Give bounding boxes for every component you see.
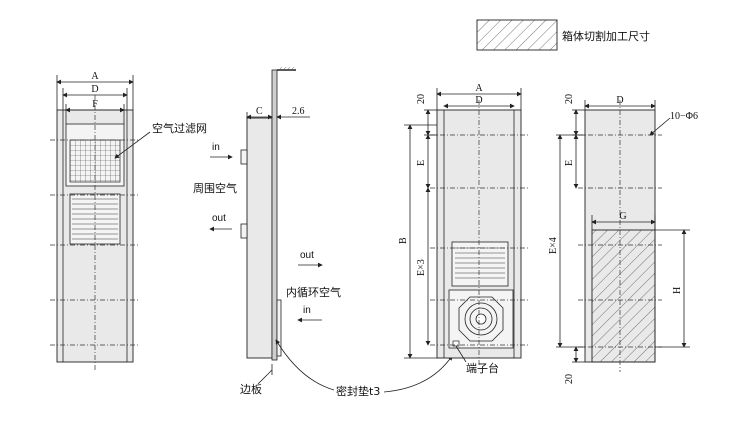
cutout-dim-d: D [616, 95, 623, 106]
edge-plate-label: 边板 [240, 382, 262, 396]
filter-label: 空气过滤网 [152, 121, 207, 135]
internal-air-label: 内循环空气 [286, 285, 341, 299]
legend-swatch [476, 19, 558, 51]
ambient-out-label: out [212, 213, 226, 224]
cutout-dim-g: G [619, 211, 626, 222]
front-dim-f: F [92, 99, 98, 110]
side-dim-thickness: 2.6 [292, 106, 305, 117]
gasket-label: 密封垫t3 [336, 384, 380, 398]
ambient-air-label: 周围空气 [193, 181, 237, 195]
cutout-dim-20-top: 20 [564, 94, 575, 104]
cutout-dim-20-bottom: 20 [564, 374, 575, 384]
legend: 箱体切割加工尺寸 [476, 19, 650, 51]
side-flange [271, 69, 278, 361]
side-dim-c: C [256, 106, 263, 117]
rear-dim-ex3: E×3 [416, 259, 427, 276]
cutout-dim-h: H [672, 287, 683, 294]
front-view: A D F 空气过滤网 [50, 71, 207, 372]
rear-dim-a: A [475, 83, 483, 94]
hole-label: 10−Φ6 [670, 111, 698, 122]
front-dim-d: D [91, 84, 98, 95]
legend-label: 箱体切割加工尺寸 [562, 29, 650, 43]
rear-louver [451, 241, 509, 287]
fan-hub-icon [475, 313, 487, 325]
rear-dim-e: E [416, 160, 427, 166]
internal-in-label: in [303, 305, 311, 316]
rear-dim-d: D [475, 95, 482, 106]
fan-housing [458, 296, 504, 342]
rear-dim-20: 20 [416, 94, 427, 104]
side-body [246, 117, 273, 359]
rear-view: A D 20 E E×3 B 端子台 [398, 83, 528, 375]
terminal-label: 端子台 [466, 361, 499, 375]
cutout-area [591, 229, 656, 363]
internal-out-label: out [300, 250, 314, 261]
cutout-view: D 10−Φ6 20 E E×4 G H 20 [548, 94, 698, 384]
cutout-dim-ex4: E×4 [548, 237, 559, 254]
ambient-in-label: in [212, 142, 220, 153]
front-dim-a: A [91, 71, 99, 82]
cutout-dim-e: E [564, 160, 575, 166]
side-view: C 2.6 in 周围空气 out out 内循环空气 in 边板 密封垫t3 [193, 66, 453, 398]
rear-dim-b: B [398, 237, 409, 244]
